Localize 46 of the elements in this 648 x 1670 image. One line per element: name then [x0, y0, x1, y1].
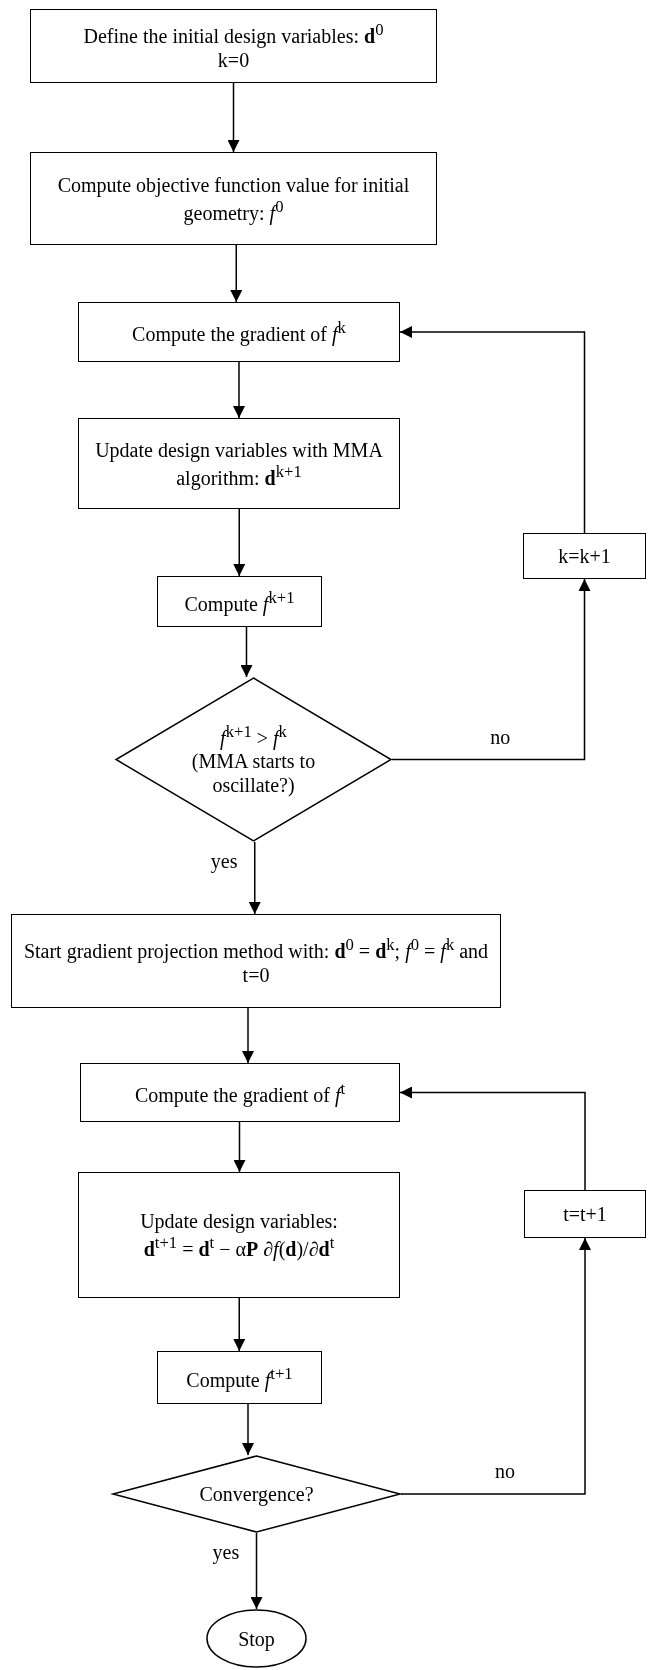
- arrow: [248, 841, 261, 915]
- terminal-ellipse: [206, 1609, 307, 1668]
- process-box: [78, 1172, 400, 1298]
- arrow: [240, 626, 253, 678]
- node-text: k=k+1: [557, 544, 612, 568]
- node-text: f$^{k+1}$ > f$^{k}$: [219, 721, 288, 750]
- node-text: Compute objective function value for initial geometry: f$^{0}$: [56, 172, 411, 225]
- process-box: [157, 576, 322, 627]
- arrow: [391, 578, 591, 761]
- node-text: k=0: [216, 48, 251, 72]
- node-text: Convergence?: [198, 1482, 315, 1506]
- arrow: [230, 244, 243, 303]
- arrow: [233, 1297, 246, 1352]
- process-box: [11, 914, 501, 1008]
- node-text: Compute f$^{t+1}$: [185, 1363, 294, 1392]
- arrow: [250, 1532, 263, 1610]
- node-text: Compute f$^{k+1}$: [183, 587, 296, 616]
- arrow: [227, 82, 240, 153]
- process-box: [30, 9, 437, 83]
- node-text: Update design variables:: [139, 1209, 339, 1234]
- process-box: [523, 533, 646, 579]
- process-box: [80, 1063, 400, 1122]
- arrow: [233, 508, 246, 577]
- process-box: [78, 302, 400, 362]
- decision-diamond: [115, 677, 392, 842]
- node-text: Update design variables with MMA algorithm: d$^{k+1}$: [94, 437, 384, 490]
- node-text: (MMA starts to oscillate?): [190, 750, 317, 798]
- node-text: t=t+1: [562, 1202, 608, 1226]
- node-text: Define the initial design variables: d$^{0}$: [82, 20, 385, 48]
- arrow: [400, 1237, 591, 1495]
- node-text: Compute the gradient of f$^{k}$: [131, 318, 347, 346]
- process-box: [524, 1190, 646, 1238]
- process-box: [78, 418, 400, 509]
- arrow: [242, 1007, 254, 1064]
- node-text: Compute the gradient of f$^{t}$: [133, 1078, 347, 1107]
- arrow: [233, 361, 245, 419]
- arrow: [242, 1403, 254, 1456]
- process-box: [30, 152, 437, 245]
- process-box: [157, 1351, 322, 1404]
- arrow: [233, 1121, 246, 1173]
- arrow: [399, 1086, 586, 1191]
- decision-diamond: [112, 1455, 401, 1533]
- node-text: d$^{t+1}$ = d$^{t}$ − αP ∂f(d)/∂d$^{t}$: [142, 1233, 336, 1261]
- arrow: [399, 326, 586, 534]
- node-text: Stop: [237, 1626, 276, 1651]
- node-text: Start gradient projection method with: d$^{0}$ = d$^{k}$; f$^{0}$ = f$^{k}$ and t=0: [22, 935, 490, 987]
